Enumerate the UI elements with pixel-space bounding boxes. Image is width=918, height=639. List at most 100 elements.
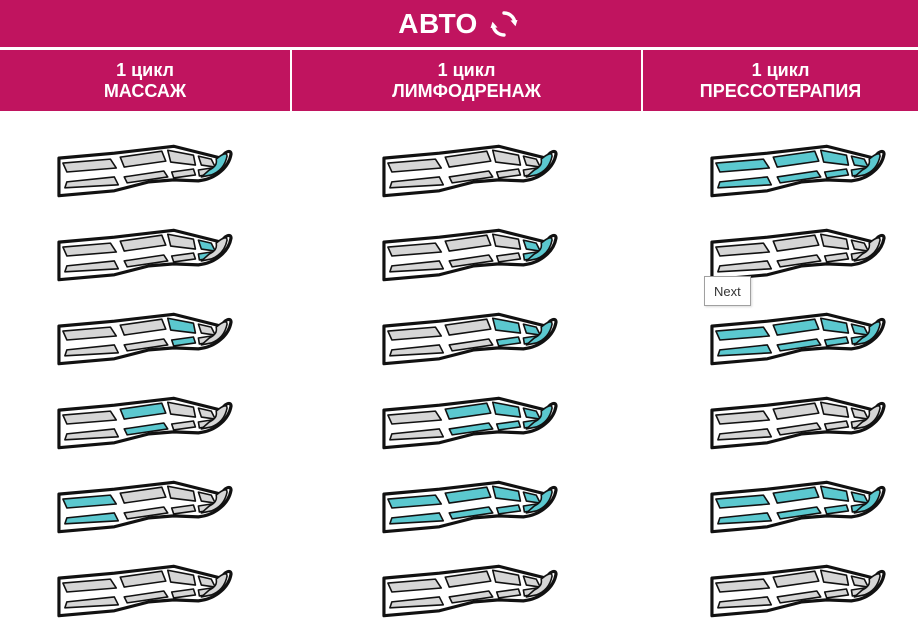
chamber-thigh-active bbox=[717, 344, 773, 357]
chamber-thigh-inactive bbox=[387, 242, 443, 257]
chamber-thigh-inactive bbox=[64, 344, 120, 357]
chamber-upper-calf-inactive bbox=[119, 150, 167, 168]
leg-diagram-pressotherapy-step-1 bbox=[708, 140, 886, 200]
leg-diagram-massage-step-5 bbox=[55, 476, 233, 536]
chamber-lower-calf-inactive bbox=[166, 401, 197, 418]
leg-diagram-grid bbox=[0, 111, 918, 639]
chamber-lower-calf-inactive bbox=[823, 252, 850, 263]
chamber-lower-calf-inactive bbox=[491, 149, 522, 166]
chamber-lower-calf-active bbox=[491, 401, 522, 418]
chamber-upper-calf-active bbox=[448, 506, 494, 520]
chamber-upper-calf-inactive bbox=[444, 150, 492, 168]
chamber-thigh-active bbox=[717, 512, 773, 525]
leg-diagram-pressotherapy-step-5 bbox=[708, 476, 886, 536]
column-program-name: МАССАЖ bbox=[103, 80, 187, 101]
chamber-lower-calf-inactive bbox=[491, 233, 522, 250]
program-headers: 1 цикл МАССАЖ 1 цикл ЛИМФОДРЕНАЖ 1 цикл … bbox=[0, 50, 918, 111]
chamber-upper-calf-inactive bbox=[119, 570, 167, 588]
chamber-lower-calf-inactive bbox=[819, 401, 850, 418]
chamber-foot-inactive bbox=[853, 237, 881, 262]
chamber-lower-calf-active bbox=[166, 317, 197, 334]
chamber-lower-calf-active bbox=[823, 168, 850, 179]
leg-diagram-lymphodrainage-step-1 bbox=[380, 140, 558, 200]
chamber-lower-calf-inactive bbox=[166, 233, 197, 250]
chamber-thigh-active bbox=[387, 494, 443, 509]
chamber-upper-calf-inactive bbox=[119, 318, 167, 336]
column-cycle-count: 1 цикл bbox=[751, 59, 810, 80]
chamber-thigh-active bbox=[64, 512, 120, 525]
chamber-upper-calf-inactive bbox=[448, 254, 494, 268]
chamber-upper-calf-active bbox=[772, 150, 820, 168]
chamber-upper-calf-inactive bbox=[776, 590, 822, 604]
refresh-cycle-icon bbox=[488, 8, 520, 40]
chamber-foot-inactive bbox=[200, 405, 228, 430]
chamber-foot-active bbox=[853, 321, 881, 346]
chamber-thigh-active bbox=[389, 512, 445, 525]
chamber-thigh-inactive bbox=[715, 578, 771, 593]
chamber-upper-calf-active bbox=[772, 486, 820, 504]
column-cycle-count: 1 цикл bbox=[116, 59, 174, 80]
chamber-foot-active bbox=[853, 153, 881, 178]
chamber-foot-inactive bbox=[853, 573, 881, 598]
chamber-upper-calf-active bbox=[119, 402, 167, 420]
chamber-lower-calf-active bbox=[495, 336, 522, 347]
leg-diagram-pressotherapy-step-4 bbox=[708, 392, 886, 452]
chamber-foot-inactive bbox=[525, 573, 553, 598]
chamber-lower-calf-active bbox=[823, 504, 850, 515]
chamber-lower-calf-inactive bbox=[819, 233, 850, 250]
next-tooltip: Next bbox=[704, 276, 751, 306]
chamber-thigh-inactive bbox=[64, 176, 120, 189]
chamber-upper-calf-active bbox=[772, 318, 820, 336]
chamber-foot-inactive bbox=[200, 237, 228, 262]
chamber-lower-calf-inactive bbox=[166, 569, 197, 586]
chamber-thigh-inactive bbox=[64, 596, 120, 609]
chamber-upper-calf-inactive bbox=[444, 318, 492, 336]
chamber-thigh-inactive bbox=[387, 410, 443, 425]
chamber-upper-calf-inactive bbox=[119, 234, 167, 252]
chamber-thigh-active bbox=[62, 494, 118, 509]
leg-diagram-lymphodrainage-step-6 bbox=[380, 560, 558, 620]
chamber-lower-calf-inactive bbox=[166, 485, 197, 502]
chamber-upper-calf-active bbox=[776, 338, 822, 352]
chamber-thigh-inactive bbox=[62, 326, 118, 341]
chamber-foot-active bbox=[525, 405, 553, 430]
leg-diagram-massage-step-2 bbox=[55, 224, 233, 284]
chamber-foot-inactive bbox=[853, 405, 881, 430]
chamber-lower-calf-inactive bbox=[170, 168, 197, 179]
leg-diagram-pressotherapy-step-3 bbox=[708, 308, 886, 368]
column-header-massage: 1 цикл МАССАЖ bbox=[0, 50, 292, 111]
chamber-upper-calf-inactive bbox=[772, 402, 820, 420]
chamber-upper-calf-inactive bbox=[772, 234, 820, 252]
chamber-upper-calf-inactive bbox=[448, 338, 494, 352]
column-program-name: ПРЕССОТЕРАПИЯ bbox=[699, 80, 862, 101]
leg-diagram-massage-step-3 bbox=[55, 308, 233, 368]
chamber-lower-calf-inactive bbox=[491, 569, 522, 586]
chamber-upper-calf-inactive bbox=[772, 570, 820, 588]
chamber-lower-calf-inactive bbox=[823, 420, 850, 431]
column-cycle-count: 1 цикл bbox=[437, 59, 496, 80]
chamber-foot-active bbox=[853, 489, 881, 514]
chamber-foot-active bbox=[525, 153, 553, 178]
chamber-thigh-inactive bbox=[64, 428, 120, 441]
chamber-lower-calf-active bbox=[491, 317, 522, 334]
chamber-upper-calf-active bbox=[444, 486, 492, 504]
chamber-lower-calf-inactive bbox=[819, 569, 850, 586]
chamber-thigh-inactive bbox=[389, 428, 445, 441]
leg-diagram-pressotherapy-step-2 bbox=[708, 224, 886, 284]
chamber-foot-inactive bbox=[200, 321, 228, 346]
chamber-upper-calf-inactive bbox=[123, 170, 169, 184]
chamber-upper-calf-inactive bbox=[444, 570, 492, 588]
chamber-lower-calf-inactive bbox=[166, 149, 197, 166]
chamber-thigh-inactive bbox=[62, 578, 118, 593]
chamber-thigh-inactive bbox=[62, 242, 118, 257]
leg-diagram-lymphodrainage-step-5 bbox=[380, 476, 558, 536]
chamber-thigh-inactive bbox=[387, 158, 443, 173]
leg-diagram-massage-step-1 bbox=[55, 140, 233, 200]
leg-diagram-lymphodrainage-step-3 bbox=[380, 308, 558, 368]
chamber-upper-calf-inactive bbox=[444, 234, 492, 252]
chamber-lower-calf-inactive bbox=[495, 168, 522, 179]
chamber-foot-active bbox=[525, 489, 553, 514]
chamber-foot-active bbox=[525, 237, 553, 262]
chamber-thigh-inactive bbox=[717, 260, 773, 273]
chamber-thigh-inactive bbox=[717, 428, 773, 441]
